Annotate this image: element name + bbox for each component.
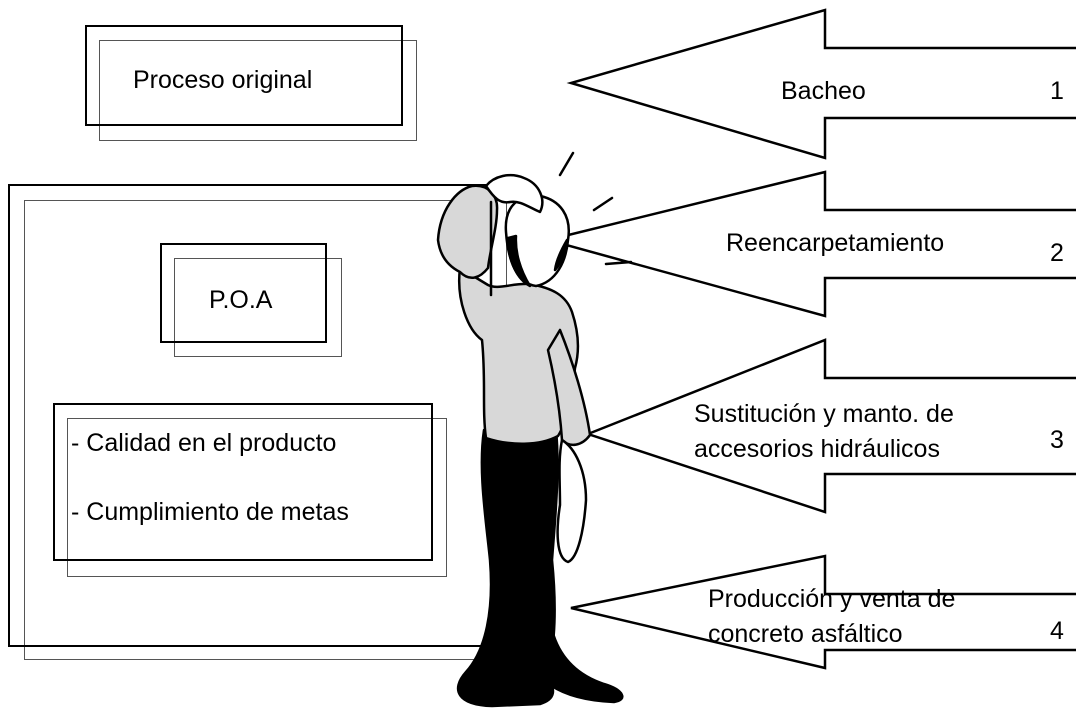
arrow-3-label-line1: Sustitución y manto. de xyxy=(694,400,954,428)
item-calidad: - Calidad en el producto xyxy=(71,429,337,457)
proceso-original-label: Proceso original xyxy=(133,66,313,94)
poa-label: P.O.A xyxy=(209,286,273,314)
arrow-1 xyxy=(566,8,1076,160)
arrow-4 xyxy=(570,554,1076,670)
arrow-4-label-line1: Producción y venta de xyxy=(708,585,956,613)
arrow-4-label-line2: concreto asfáltico xyxy=(708,620,903,648)
arrow-3-number: 3 xyxy=(1050,426,1064,454)
arrow-1-label: Bacheo xyxy=(781,77,866,105)
proceso-original-box xyxy=(85,25,403,126)
items-box xyxy=(53,403,433,561)
arrow-2-number: 2 xyxy=(1050,239,1064,267)
thinking-man-illustration xyxy=(436,151,633,708)
arrow-1-number: 1 xyxy=(1050,77,1064,105)
poa-box xyxy=(160,243,327,343)
arrow-2-label: Reencarpetamiento xyxy=(726,229,945,257)
items-shadow xyxy=(67,418,447,577)
proceso-original-shadow xyxy=(99,40,417,141)
arrow-3-label-line2: accesorios hidráulicos xyxy=(694,435,940,463)
poa-shadow xyxy=(174,258,342,357)
item-cumplimiento: - Cumplimiento de metas xyxy=(71,498,349,526)
arrow-4-number: 4 xyxy=(1050,617,1064,645)
